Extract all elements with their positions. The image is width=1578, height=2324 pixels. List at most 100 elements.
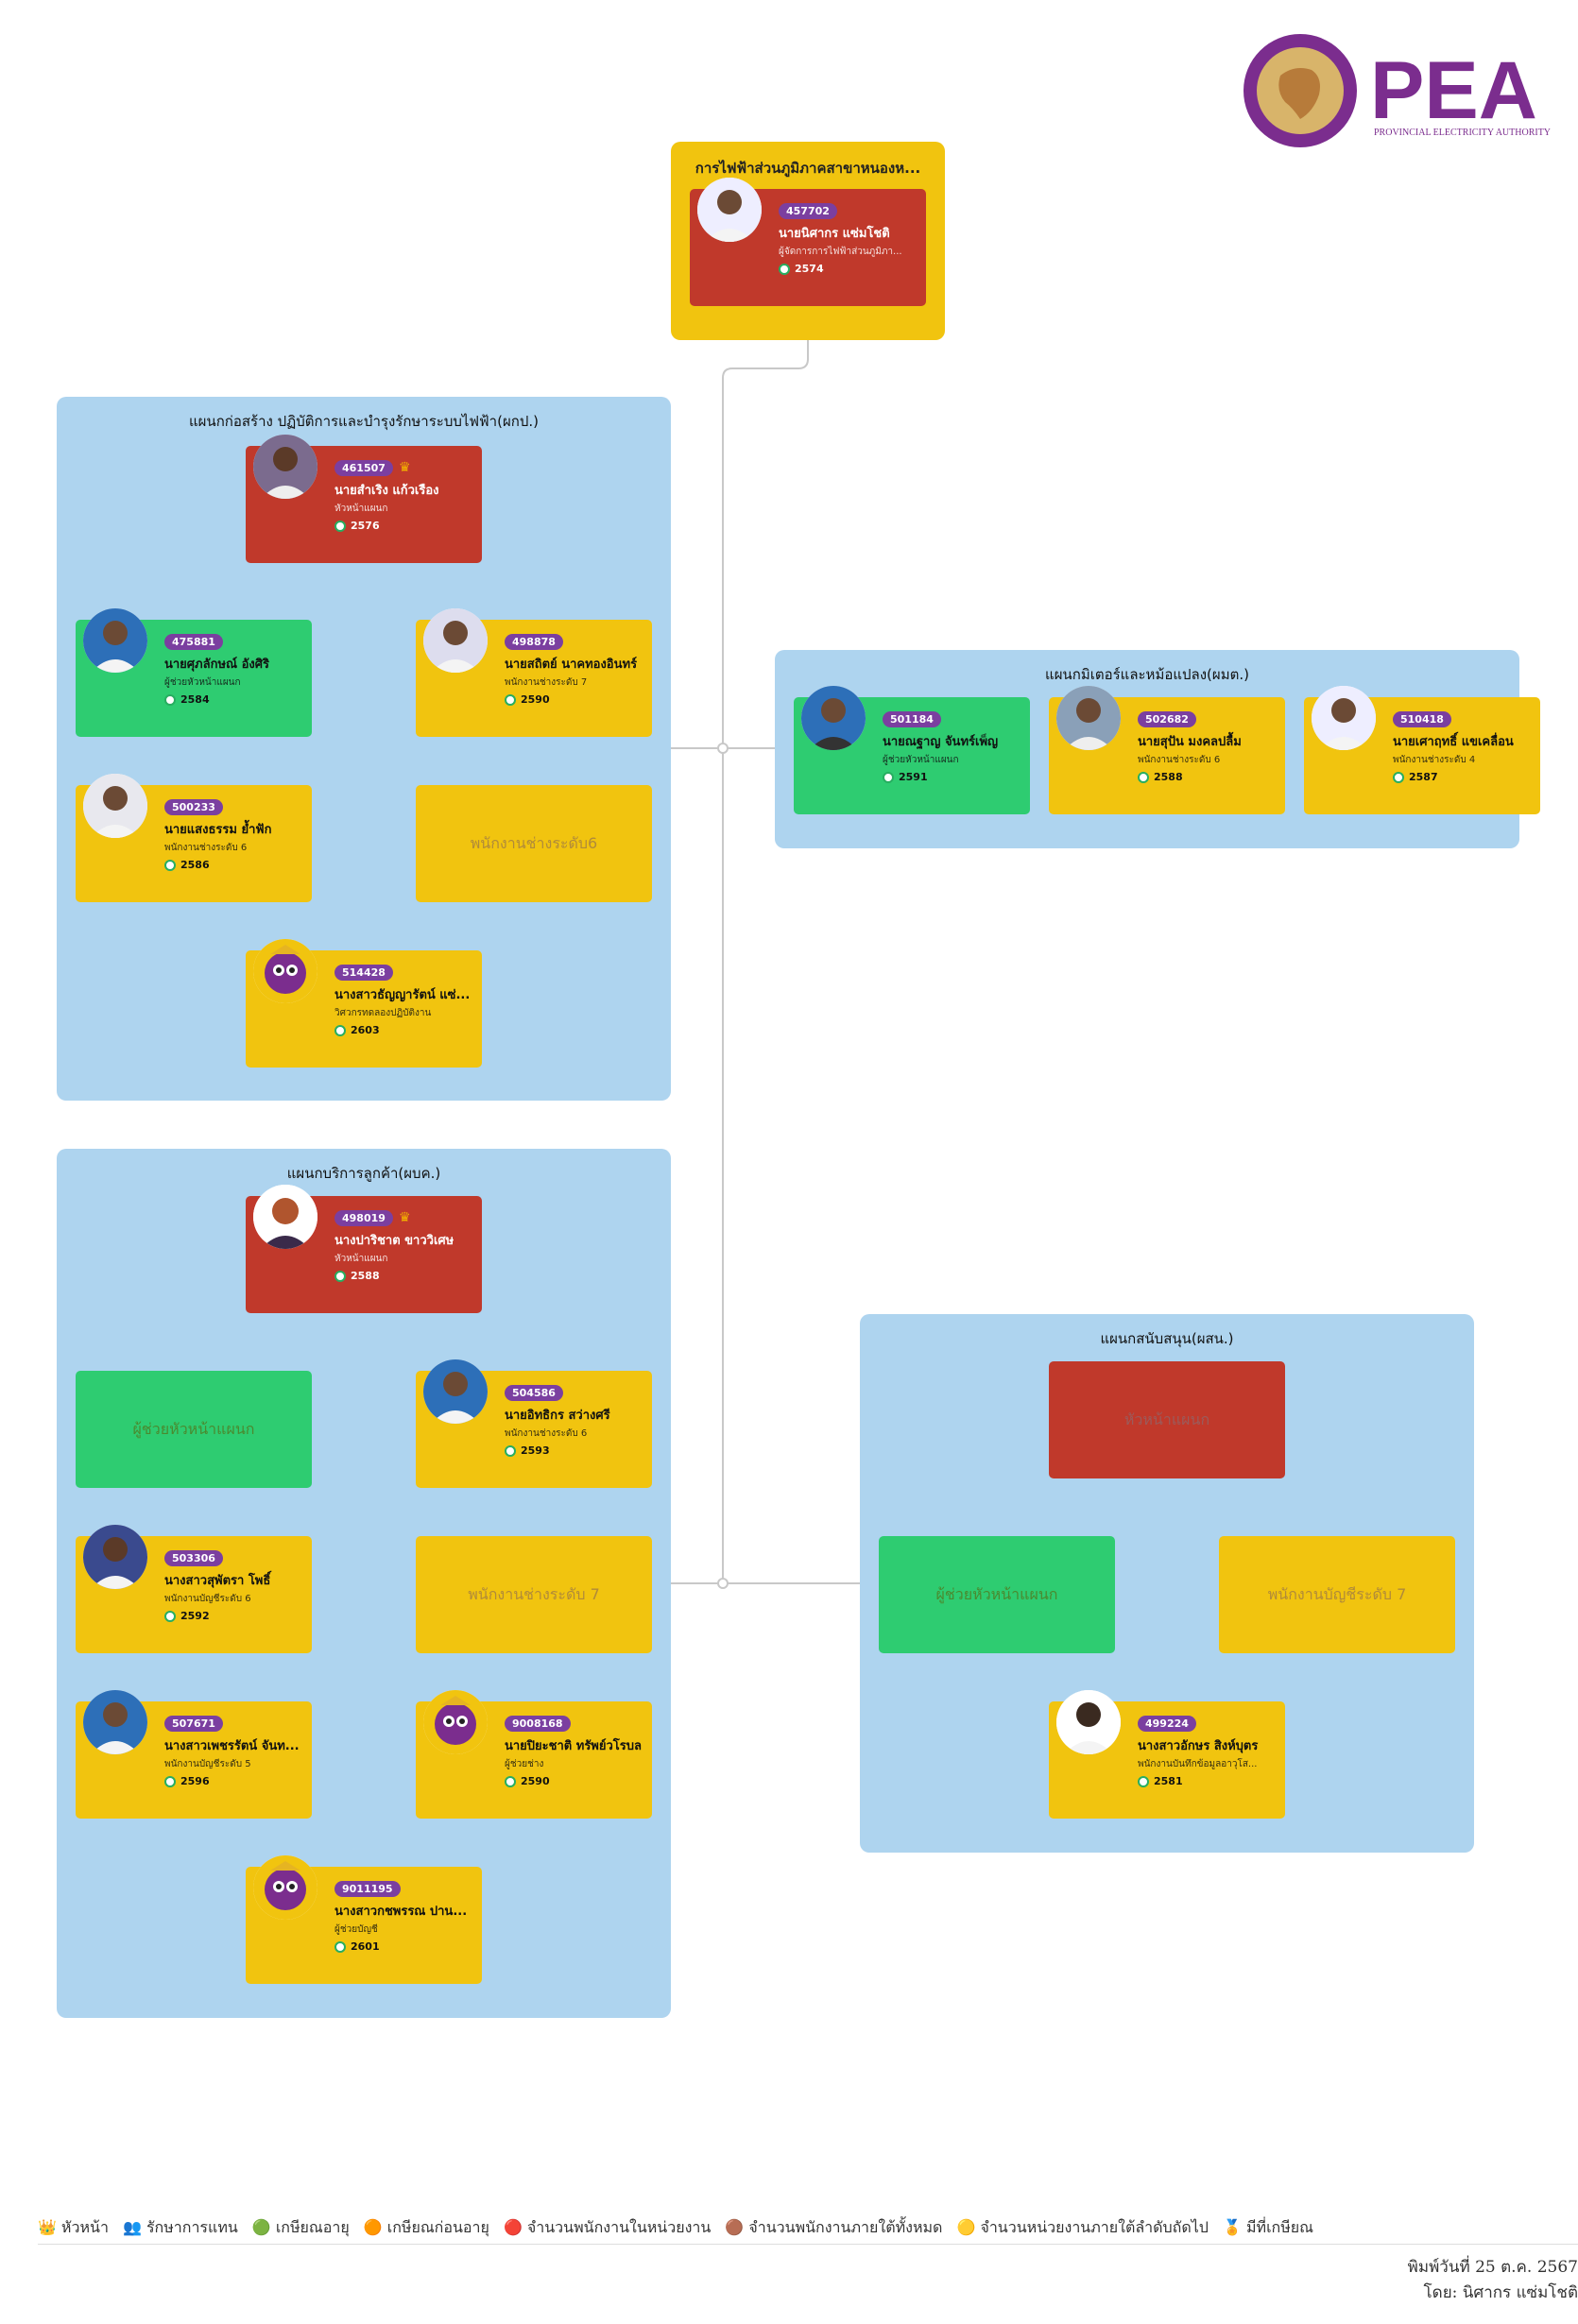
retire-year-icon [505,694,516,706]
top-unit-title: การไฟฟ้าส่วนภูมิภาคสาขาหนองห... [695,160,921,177]
retire-year: 2596 [180,1775,210,1787]
employee-card[interactable]: 9008168 นายปิยะชาติ ทรัพย์วโรบล ผู้ช่วยช… [416,1690,652,1819]
retire-year: 2588 [351,1270,380,1282]
employee-card[interactable]: 498878 นายสถิตย์ นาคทองอินทร์ พนักงานช่า… [416,608,652,737]
dept-support[interactable]: แผนกสนับสนุน(ผสน.) หัวหน้าแผนก ผู้ช่วยหั… [860,1314,1474,1853]
employee-card[interactable]: 499224 นางสาวอักษร สิงห์บุตร พนักงานบันท… [1049,1690,1285,1819]
total-count-icon: 🟤 [725,2218,745,2236]
retire-year-icon [334,1025,346,1036]
employee-name: นางปาริชาต ขาววิเศษ [334,1234,455,1248]
pea-logo-text: PEA [1370,45,1537,136]
legend-item-retire: 🟢เกษียณอายุ [251,2218,350,2236]
employee-position: พนักงานช่างระดับ 6 [505,1428,588,1439]
employee-card[interactable]: 502682 นายสุปัน มงคลปลื้ม พนักงานช่างระด… [1049,686,1285,814]
dept-meter[interactable]: แผนกมิเตอร์และหม้อแปลง(ผมต.) 501184 นายณ… [775,650,1540,848]
legend-item-acting: 👥รักษาการแทน [123,2218,238,2236]
legend-item-early-retire: 🟠เกษียณก่อนอายุ [363,2218,489,2236]
employee-card[interactable]: 475881 นายศุภลักษณ์ อังศิริ ผู้ช่วยหัวหน… [76,608,312,737]
employee-card[interactable]: 507671 นางสาวเพชรรัตน์ จันท... พนักงานบั… [76,1690,312,1819]
dept-customer-service[interactable]: แผนกบริการลูกค้า(ผบค.) 498019♛ นางปาริชา… [57,1149,671,2018]
retire-year: 2592 [180,1610,210,1622]
employee-id: 510418 [1393,711,1451,727]
top-unit-box[interactable]: การไฟฟ้าส่วนภูมิภาคสาขาหนองห... 457702 น… [671,142,945,340]
employee-card[interactable]: 9011195 นางสาวกชพรรณ ปาน... ผู้ช่วยบัญชี… [246,1855,482,1984]
employee-position: พนักงานช่างระดับ 7 [505,677,588,688]
retire-year: 2587 [1409,771,1438,783]
employee-name: นายศุภลักษณ์ อังศิริ [164,658,270,672]
printed-by: โดย: นิศากร แซ่มโชติ [1423,2283,1578,2302]
employee-position: พนักงานบัญชีระดับ 5 [164,1759,251,1769]
employee-card[interactable]: 503306 นางสาวสุพัตรา โพธิ์ พนักงานบัญชีร… [76,1525,312,1653]
pea-logo: PEA PROVINCIAL ELECTRICITY AUTHORITY [1238,28,1578,151]
retire-year: 2603 [351,1024,380,1036]
employee-position: ผู้ช่วยช่าง [505,1759,544,1769]
employee-name: นายปิยะชาติ ทรัพย์วโรบล [505,1739,642,1753]
vacant-position-card[interactable]: พนักงานช่างระดับ6 [416,785,652,902]
employee-name: นายแสงธรรม ย้ำฟัก [164,823,272,837]
employee-position: พนักงานช่างระดับ 6 [1138,755,1221,765]
acting-icon: 👥 [123,2218,142,2236]
avatar [253,1185,317,1249]
avatar [83,1525,147,1589]
avatar [801,686,866,750]
employee-id: 461507 [334,460,393,476]
pea-logo-subtitle: PROVINCIAL ELECTRICITY AUTHORITY [1374,128,1551,138]
footer-divider [38,2244,1578,2245]
employee-name: นางสาวธัญญารัตน์ แซ่... [334,988,471,1002]
employee-name: นายนิศากร แซ่มโชติ [779,227,890,241]
retire-year: 2576 [351,520,380,532]
vacant-position-card[interactable]: พนักงานบัญชีระดับ 7 [1219,1536,1455,1653]
employee-id: 457702 [779,203,837,219]
dept-title: แผนกก่อสร้าง ปฏิบัติการและบำรุงรักษาระบบ… [189,413,539,430]
employee-position: ผู้ช่วยหัวหน้าแผนก [883,755,959,765]
retire-year: 2588 [1154,771,1183,783]
employee-card[interactable]: 514428 นางสาวธัญญารัตน์ แซ่... วิศวกรทดล… [246,939,482,1068]
employee-card[interactable]: 500233 นายแสงธรรม ย้ำฟัก พนักงานช่างระดั… [76,774,312,902]
retire-year: 2581 [1154,1775,1183,1787]
retire-year: 2590 [521,1775,550,1787]
avatar [1056,1690,1121,1754]
unit-count-icon: 🔴 [503,2218,523,2236]
vacant-position-card[interactable]: ผู้ช่วยหัวหน้าแผนก [879,1536,1115,1653]
employee-id: 514428 [334,965,393,981]
employee-card[interactable]: 501184 นายณฐาญ จันทร์เพ็ญ ผู้ช่วยหัวหน้า… [794,686,1030,814]
avatar [83,774,147,838]
employee-id: 9008168 [505,1716,571,1732]
vacant-position-card[interactable]: พนักงานช่างระดับ 7 [416,1536,652,1653]
crown-icon: 👑 [38,2218,57,2236]
avatar [83,608,147,673]
legend: 👑หัวหน้า 👥รักษาการแทน 🟢เกษียณอายุ 🟠เกษีย… [38,2216,1323,2240]
employee-id: 475881 [164,634,223,650]
avatar [253,435,317,499]
vacant-position-label: ผู้ช่วยหัวหน้าแผนก [935,1584,1058,1603]
retire-year: 2574 [795,263,824,275]
crown-icon: ♛ [398,1209,411,1225]
employee-card[interactable]: 504586 นายอิทธิกร สว่างศรี พนักงานช่างระ… [416,1359,652,1488]
vacant-head-card[interactable]: หัวหน้าแผนก [1049,1361,1285,1478]
employee-card-head[interactable]: 457702 นายนิศากร แซ่มโชติ ผู้จัดการการไฟ… [690,178,926,306]
legend-item-has-retirement: 🏅มีที่เกษียณ [1223,2218,1313,2236]
retire-year-icon [164,1776,176,1787]
retire-year: 2584 [180,693,210,706]
employee-card[interactable]: 510418 นายเศาฤทธิ์ แขเคลื่อน พนักงานช่าง… [1304,686,1540,814]
vacant-position-card[interactable]: ผู้ช่วยหัวหน้าแผนก [76,1371,312,1488]
vacant-position-label: ผู้ช่วยหัวหน้าแผนก [132,1419,255,1438]
employee-name: นายสุปัน มงคลปลื้ม [1138,735,1242,749]
retire-year-icon [779,264,790,275]
legend-item-unit-count: 🔴จำนวนพนักงานในหน่วยงาน [503,2218,712,2236]
avatar [1056,686,1121,750]
retire-year: 2601 [351,1940,380,1953]
employee-name: นายเศาฤทธิ์ แขเคลื่อน [1393,735,1514,749]
retire-year-icon [334,521,346,532]
employee-card-head[interactable]: 461507♛ นายสำเริง แก้วเรือง หัวหน้าแผนก … [246,435,482,563]
employee-id: 501184 [883,711,941,727]
print-date: พิมพ์วันที่ 25 ต.ค. 2567 [1407,2258,1578,2277]
employee-id: 502682 [1138,711,1196,727]
print-info: พิมพ์วันที่ 25 ต.ค. 2567 โดย: นิศากร แซ่… [1408,2254,1578,2305]
employee-name: นายสำเริง แก้วเรือง [334,484,439,498]
retire-year-icon [505,1445,516,1457]
employee-card-head[interactable]: 498019♛ นางปาริชาต ขาววิเศษ หัวหน้าแผนก … [246,1185,482,1313]
avatar [423,1359,488,1424]
employee-position: ผู้ช่วยหัวหน้าแผนก [164,677,241,688]
dept-construction[interactable]: แผนกก่อสร้าง ปฏิบัติการและบำรุงรักษาระบบ… [57,397,671,1101]
